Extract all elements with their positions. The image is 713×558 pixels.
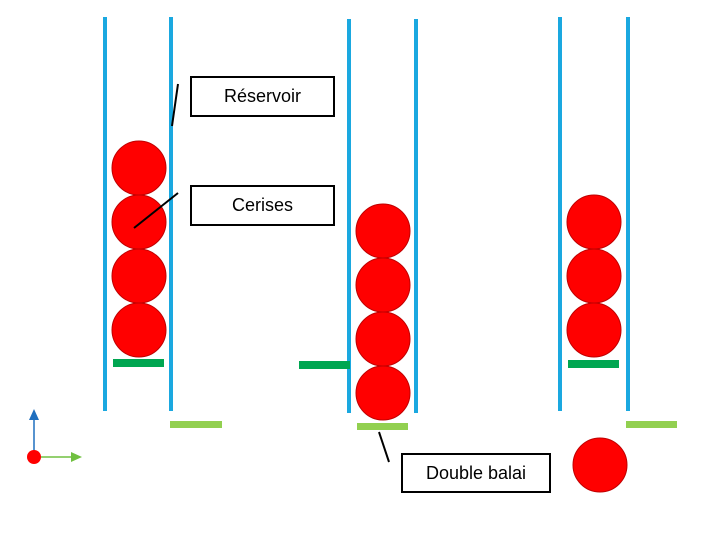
axes-icon: [27, 409, 82, 464]
cherry-2-2: [355, 311, 411, 367]
cherries-label: Cerises: [190, 185, 335, 226]
cherry-3-1: [566, 302, 622, 358]
gate-open-1: [170, 421, 222, 428]
cherry-3-2: [566, 248, 622, 304]
leader-cherries: [133, 192, 179, 229]
gate-closed-2: [299, 361, 350, 369]
cherry-2-4: [355, 203, 411, 259]
leader-lines: [133, 83, 390, 463]
arrow-up-icon: [29, 409, 39, 420]
leader-reservoir: [171, 83, 179, 127]
gate-closed-3: [568, 360, 619, 368]
cherry-2-1: [355, 365, 411, 421]
arrow-right-icon: [71, 452, 82, 462]
reservoir-label: Réservoir: [190, 76, 335, 117]
gate-closed-1: [113, 359, 164, 367]
cherry-3-3: [566, 194, 622, 250]
cherry-1-1: [111, 302, 167, 358]
cherry-1-3: [111, 194, 167, 250]
cherries-group: [111, 140, 628, 493]
cherry-1-4: [111, 140, 167, 196]
gate-open-2: [357, 423, 408, 430]
broom-gates: [113, 359, 677, 430]
gate-open-3: [626, 421, 677, 428]
cherry-dropped-3: [572, 437, 628, 493]
reservoir-tubes: [103, 17, 630, 413]
double-broom-label: Double balai: [401, 453, 551, 493]
cherry-2-3: [355, 257, 411, 313]
leader-double-broom: [378, 431, 390, 463]
cherry-1-2: [111, 248, 167, 304]
origin-dot: [27, 450, 41, 464]
